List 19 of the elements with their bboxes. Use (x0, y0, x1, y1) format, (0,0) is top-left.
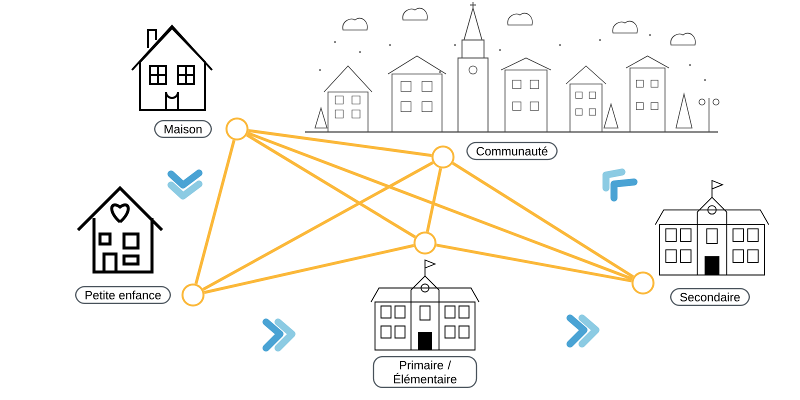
junction-circle (182, 284, 204, 306)
junction-circle (414, 232, 436, 254)
connector-line (194, 140, 236, 284)
label-box: Maison (154, 120, 212, 138)
connector-line (452, 162, 634, 278)
junction-circle (632, 272, 654, 294)
connector-line (426, 168, 442, 232)
junction-circle (226, 118, 248, 140)
label-box: Secondaire (670, 288, 750, 306)
connector-line (246, 134, 416, 238)
connector-line (247, 132, 633, 280)
junction-circle (432, 146, 454, 168)
label-box: Primaire / Élémentaire (372, 356, 478, 388)
connector-line (248, 129, 432, 157)
connector-line (202, 161, 434, 291)
label-box: Petite enfance (75, 286, 172, 304)
connector-line (204, 244, 414, 294)
label-box: Communauté (466, 142, 558, 160)
connector-line (436, 244, 632, 282)
